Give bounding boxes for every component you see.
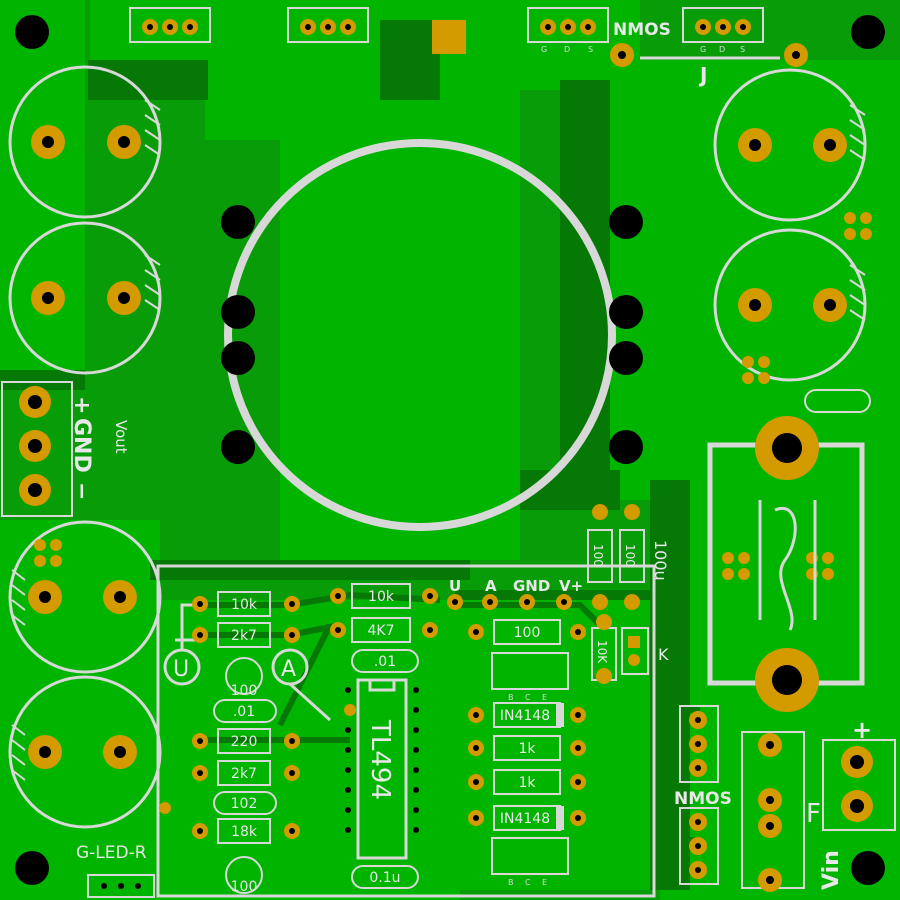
bce-c-2: C [525,878,531,887]
cap-102-label: 102 [231,796,258,812]
r-100-v1-label: 100 [591,544,605,567]
r-18k-label: 18k [231,824,258,840]
gds-d-2: D [719,45,725,54]
control-outline [156,564,656,898]
nmos-right-headers [679,705,719,885]
gds-g-1: G [541,45,547,54]
minus-left-label: − [69,482,94,500]
fuse-holder [707,416,865,712]
jumper-j [610,43,808,67]
f-label: F [806,799,821,829]
u-circle-label: U [173,657,189,682]
cap-01-b-label: .01 [374,654,396,670]
top-headers [129,7,764,43]
bce-c-1: C [525,693,531,702]
a-circle-label: A [281,657,296,682]
cap-01u-label: 0.1u [369,870,400,886]
k-jumper [621,627,649,675]
r-220-label: 220 [231,734,258,750]
vout-label: Vout [112,420,130,454]
gds-d-1: D [564,45,570,54]
r-2k7-b-label: 2k7 [231,766,257,782]
square-pad [432,20,466,54]
u-header-label: U [449,577,461,595]
plus-left-label: + [69,396,94,414]
gds-s-1: S [588,45,593,54]
bce-e-1: E [542,693,547,702]
oval-component-right [804,389,871,413]
jumper-j-label: J [698,63,707,87]
isolation-channels [0,20,690,890]
vin-label: Vin [819,850,844,890]
r-2k7-a-label: 2k7 [231,628,257,644]
cap-01-a-label: .01 [233,704,255,720]
r-10k-a-label: 10k [231,597,258,613]
vplus-header-label: V+ [559,577,583,595]
a-header-label: A [485,577,497,595]
r-100-v2-label: 100 [623,544,637,567]
cap-hatch-marks [11,99,866,781]
gnd-left-label: GND [69,418,94,473]
vin-terminal [741,731,896,892]
gds-g-2: G [700,45,706,54]
r-10k-b-label: 10k [368,589,395,605]
r-10k-v-label: 10K [595,640,609,664]
transistor-bodies [491,652,569,875]
g-led-r-label: G-LED-R [76,843,147,863]
bce-e-2: E [542,878,547,887]
mounting-holes [15,15,885,885]
diode-1-label: IN4148 [500,708,550,724]
tl494-label: TL494 [365,719,395,800]
diode-bodies [493,702,564,831]
gnd-header-label: GND [513,577,550,595]
inductor-footprint [221,139,643,531]
ceramic-cap-ovals [213,649,419,894]
nmos-mid-label: NMOS [674,789,732,809]
via-clusters [34,212,872,580]
k-label: K [658,645,669,664]
vout-terminal [1,381,73,517]
led-header [87,874,155,898]
diode-2-label: IN4148 [500,811,550,827]
capacitor-pads [28,125,847,769]
plus-right-label: + [852,716,872,744]
r-4k7-label: 4K7 [368,623,395,639]
cap-100u-label: 100u [651,540,670,581]
r-1k-a-label: 1k [518,741,536,757]
cap-100-b-label: 100 [231,879,258,895]
bce-b-1: B [508,693,514,702]
r-100-right-label: 100 [514,625,541,641]
nmos-top-label: NMOS [613,20,671,40]
ic-pins [345,687,419,833]
bce-b-2: B [508,878,514,887]
ic-tl494 [356,678,408,860]
r-1k-b-label: 1k [518,775,536,791]
resistor-bodies [217,529,645,844]
cap-100-a-label: 100 [231,683,258,699]
component-leads [159,504,640,839]
gds-s-2: S [740,45,745,54]
